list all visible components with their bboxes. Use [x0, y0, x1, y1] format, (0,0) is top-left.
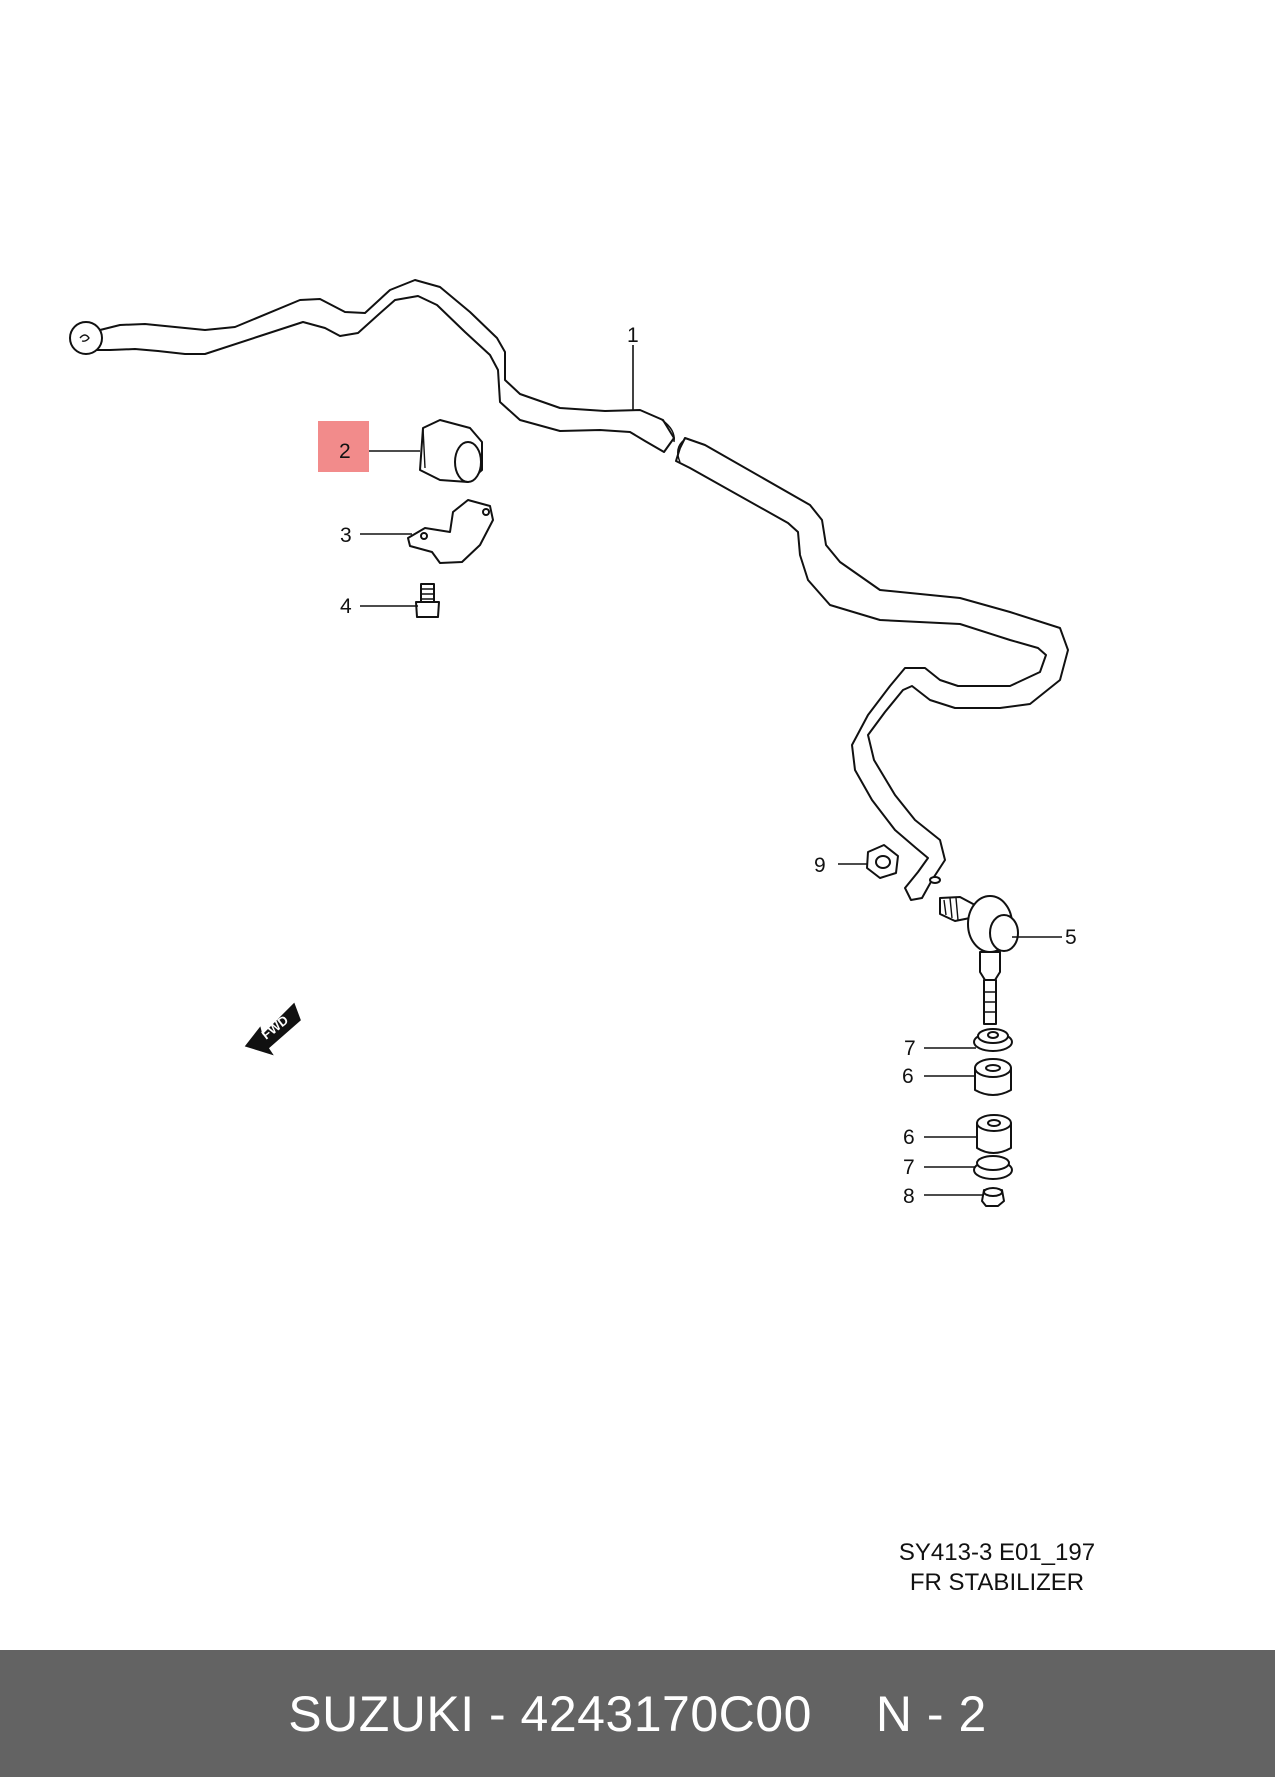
stabilizer-bar: [69, 279, 1069, 901]
footer-part-number: SUZUKI - 4243170C00: [288, 1685, 812, 1742]
diagram-code: SY413-3 E01_197: [899, 1539, 1095, 1566]
bushing: [419, 419, 483, 483]
upper-retainer: [973, 1028, 1013, 1052]
fwd-arrow-icon: FWD: [244, 1002, 301, 1056]
leader-lines: [360, 345, 1062, 1196]
callout-4: 4: [340, 595, 352, 618]
callout-2: 2: [339, 440, 351, 463]
upper-cushion: [974, 1058, 1012, 1096]
callout-5: 5: [1065, 926, 1077, 949]
callout-8: 8: [903, 1185, 915, 1208]
callout-7-upper: 7: [904, 1037, 916, 1060]
footer-position: N - 2: [875, 1685, 987, 1742]
bolt: [415, 583, 440, 618]
footer-bar: SUZUKI - 4243170C00 N - 2: [0, 1650, 1275, 1777]
lower-nut: [981, 1187, 1005, 1207]
callout-6-lower: 6: [903, 1126, 915, 1149]
callout-1: 1: [627, 324, 639, 347]
callout-6-upper: 6: [902, 1065, 914, 1088]
nut: [866, 844, 899, 879]
diagram-title: FR STABILIZER: [910, 1569, 1084, 1596]
callout-7-lower: 7: [903, 1156, 915, 1179]
parts-diagram: FWD 1 2 3 4 9 5 7 6 6 7 8 SY413-3 E01_19…: [69, 279, 1095, 1596]
lower-cushion: [976, 1114, 1012, 1154]
callout-9: 9: [814, 854, 826, 877]
lower-retainer: [973, 1155, 1013, 1180]
callout-3: 3: [340, 524, 352, 547]
stabilizer-link: [939, 895, 1019, 1025]
callout-2-highlight: [318, 421, 369, 472]
bushing-bracket: [407, 499, 494, 564]
